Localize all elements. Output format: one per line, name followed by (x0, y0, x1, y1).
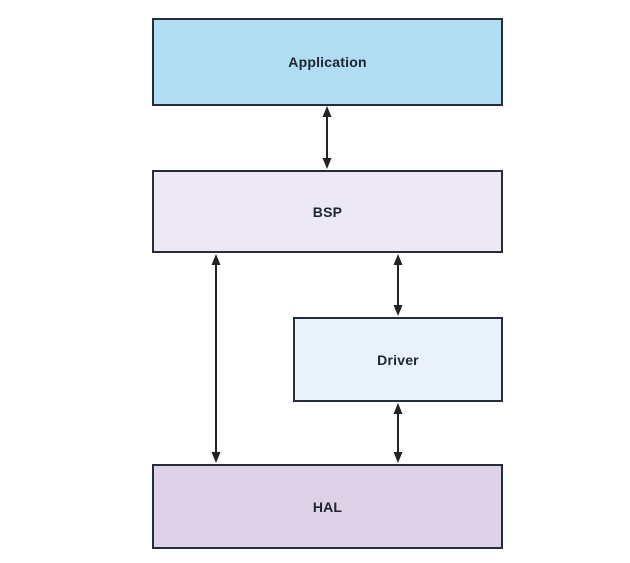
node-application: Application (152, 18, 503, 106)
arrow-application-bsp (322, 106, 332, 169)
node-hal-label: HAL (312, 498, 343, 515)
arrow-driver-hal (393, 403, 403, 463)
node-application-label: Application (288, 54, 367, 70)
node-driver: Driver (293, 317, 503, 402)
node-bsp-label: BSP (312, 203, 343, 220)
node-bsp: BSP (152, 170, 503, 253)
node-driver-label: Driver (377, 351, 419, 368)
node-hal: HAL (152, 464, 503, 549)
arrow-bsp-hal (211, 254, 221, 463)
arrow-bsp-driver (393, 254, 403, 316)
